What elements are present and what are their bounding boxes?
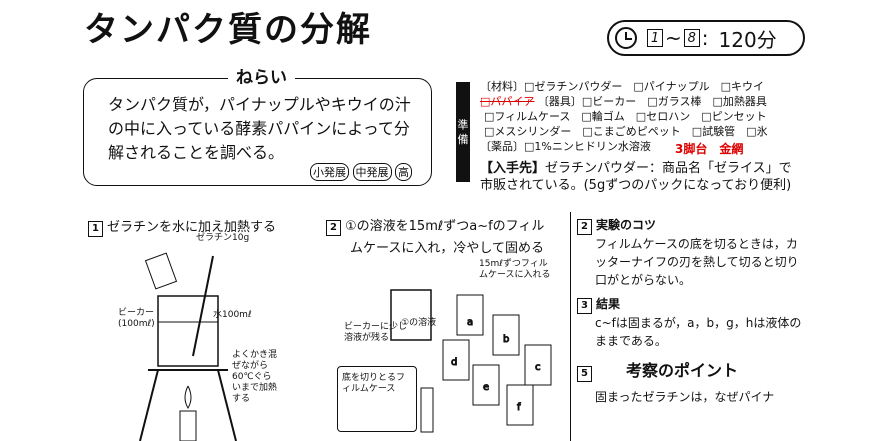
- level-badge: 中発展: [352, 163, 392, 181]
- discussion-text: 固まったゼラチンは，なぜパイナ: [595, 390, 775, 404]
- heating-illustration: [139, 252, 237, 441]
- step-number: 3: [577, 298, 592, 314]
- gelatin-label: ゼラチン10g: [196, 233, 250, 243]
- discussion-heading: 5 考察のポイント: [577, 362, 809, 382]
- time-value: 120分: [718, 27, 777, 52]
- source-note: 【入手先】ゼラチンパウダー：商品名「ゼライス」で市販されている。(5gずつのパッ…: [480, 160, 800, 194]
- handwritten-note: 3脚台 金網: [675, 142, 744, 156]
- tip-text: フィルムケースの底を切るときは，カッターナイフの刃を熱して切ると切り口がとがらな…: [595, 237, 799, 287]
- water-label: 水100mℓ: [213, 310, 252, 320]
- chemicals-line: 〔薬品〕□1%ニンヒドリン水溶液: [480, 140, 651, 153]
- cut-case-note: 底を切りとるフィルムケース: [337, 366, 417, 432]
- result-text: c~fは固まるが，a，b，g，hは液体のままである。: [595, 316, 802, 348]
- result-title: 結果: [596, 297, 621, 311]
- time-colon: :: [701, 26, 709, 50]
- case-label: e: [483, 382, 489, 393]
- case-label: b: [503, 334, 509, 345]
- level-badges: 小発展 中発展 高: [310, 163, 412, 181]
- equipment-line: □メスシリンダー □こまごめピペット □試験管 □氷: [484, 125, 768, 138]
- result-heading: 3 結果: [577, 295, 809, 314]
- step-number: 2: [326, 220, 341, 236]
- materials-line: □パパイア 〔器具〕□ビーカー □ガラス棒 □加熱器具: [480, 93, 767, 109]
- aim-text: タンパク質が，パイナップルやキウイの汁の中に入っている酵素パパインによって分解さ…: [108, 95, 411, 162]
- step2-heading: 2 ①の溶液を15mℓずつa~fのフィル: [326, 216, 566, 237]
- page-title: タンパク質の分解: [84, 10, 372, 50]
- stir-note: よくかき混ぜながら60℃ぐらいまで加熱する: [232, 350, 278, 404]
- step-number: 2: [577, 219, 592, 235]
- source-text: ゼラチンパウダー：商品名「ゼライス」で市販されている。(5gずつのパックになって…: [480, 161, 792, 193]
- struck-item: □パパイア: [480, 95, 535, 108]
- step1-title: ゼラチンを水に加え加熱する: [107, 220, 277, 235]
- solution-label: ①の溶液: [401, 318, 437, 328]
- step-sep: ~: [665, 26, 682, 50]
- beaker-label: ビーカー (100mℓ): [118, 308, 155, 329]
- notes-column: 2 実験のコツ フィルムケースの底を切るときは，カッターナイフの刃を熱して切ると切…: [577, 216, 809, 406]
- clock-icon: [615, 27, 637, 49]
- materials-line: 〔材料〕□ゼラチンパウダー □パイナップル □キウイ: [480, 80, 764, 93]
- step-number: 1: [88, 221, 103, 237]
- case-label: d: [451, 357, 457, 368]
- tip-title: 実験のコツ: [596, 218, 657, 232]
- prep-tab: 準 備: [456, 82, 470, 182]
- discussion-title: 考察のポイント: [626, 361, 739, 380]
- level-badge: 高: [395, 163, 412, 181]
- column-divider: [570, 212, 571, 441]
- step-from: 1: [647, 29, 663, 47]
- case-label: c: [535, 362, 541, 373]
- equipment-line: □フィルムケース □輪ゴム □セロハン □ピンセット: [484, 110, 767, 123]
- step-range: 1 ~ 8 :: [645, 26, 709, 50]
- step2-title: ①の溶液を15mℓずつa~fのフィル: [345, 219, 545, 234]
- step1-heading: 1 ゼラチンを水に加え加熱する: [88, 216, 276, 237]
- equipment-line: 〔器具〕□ビーカー □ガラス棒 □加熱器具: [537, 95, 767, 108]
- aim-heading: ねらい: [228, 63, 295, 88]
- film-cases-illustration: a b c d e f: [390, 289, 552, 433]
- fill-note: 15mℓずつフィルムケースに入れる: [479, 259, 551, 280]
- step-number: 5: [577, 366, 592, 382]
- step-to: 8: [683, 29, 700, 47]
- leftover-note: ビーカーに少し溶液が残る: [344, 322, 408, 343]
- level-badge: 小発展: [310, 163, 349, 181]
- case-label: f: [517, 402, 521, 413]
- source-label: 【入手先】: [480, 161, 546, 176]
- tip-heading: 2 実験のコツ: [577, 216, 809, 235]
- step2-title-cont: ムケースに入れ，冷やして固める: [350, 241, 544, 256]
- case-label: a: [467, 317, 473, 328]
- time-box: 1 ~ 8 : 120分: [607, 20, 805, 56]
